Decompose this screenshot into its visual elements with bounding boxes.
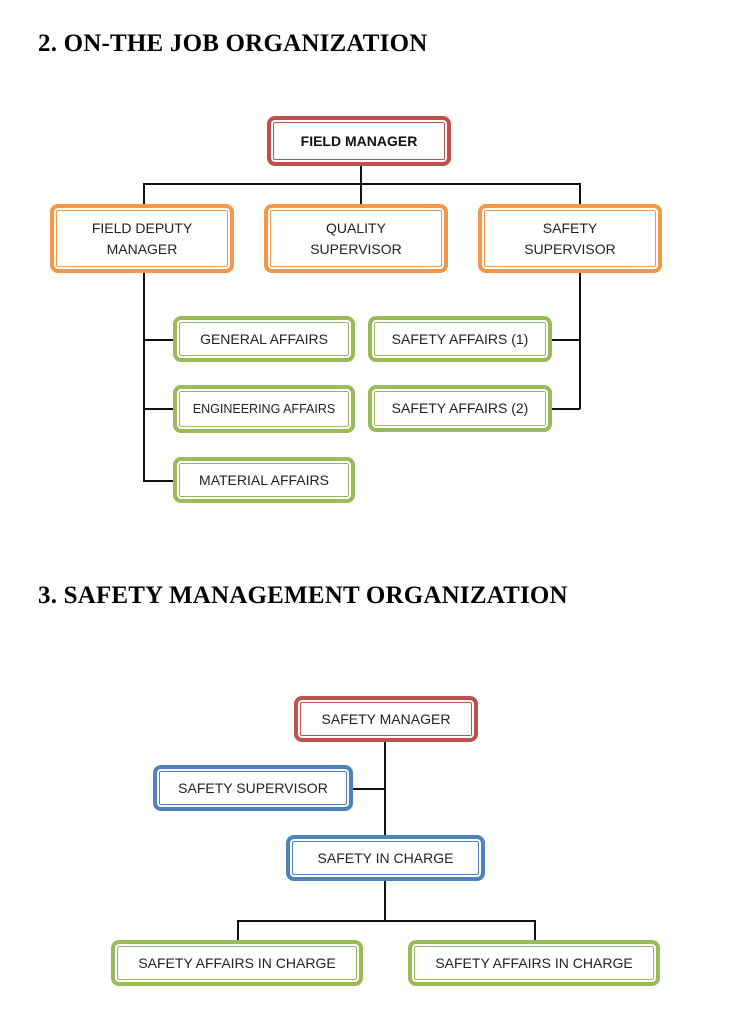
connector	[534, 920, 536, 940]
field-deputy-manager-box: FIELD DEPUTY MANAGER	[50, 204, 234, 273]
connector	[143, 273, 145, 481]
connector	[552, 408, 580, 410]
safety-supervisor-box: SAFETY SUPERVISOR	[478, 204, 662, 273]
quality-supervisor-box: QUALITY SUPERVISOR	[264, 204, 448, 273]
connector	[353, 788, 385, 790]
connector	[360, 166, 362, 184]
connector	[143, 480, 173, 482]
connector	[384, 881, 386, 921]
section-3-title: 3. SAFETY MANAGEMENT ORGANIZATION	[38, 582, 568, 609]
safety-affairs-in-charge-left-box: SAFETY AFFAIRS IN CHARGE	[111, 940, 363, 986]
connector	[237, 920, 239, 940]
safety-in-charge-box: SAFETY IN CHARGE	[286, 835, 485, 881]
field-manager-box: FIELD MANAGER	[267, 116, 451, 166]
connector	[237, 920, 536, 922]
safety-affairs-1-box: SAFETY AFFAIRS (1)	[368, 316, 552, 362]
safety-manager-box: SAFETY MANAGER	[294, 696, 478, 742]
safety-supervisor-box: SAFETY SUPERVISOR	[153, 765, 353, 811]
connector	[143, 183, 145, 204]
connector	[143, 339, 173, 341]
material-affairs-box: MATERIAL AFFAIRS	[173, 457, 355, 503]
engineering-affairs-box: ENGINEERING AFFAIRS	[173, 385, 355, 433]
connector	[552, 339, 580, 341]
section-2-title: 2. ON-THE JOB ORGANIZATION	[38, 30, 428, 57]
connector	[360, 183, 362, 204]
connector	[579, 183, 581, 204]
general-affairs-box: GENERAL AFFAIRS	[173, 316, 355, 362]
connector	[143, 183, 580, 185]
connector	[579, 273, 581, 409]
connector	[143, 408, 173, 410]
safety-affairs-2-box: SAFETY AFFAIRS (2)	[368, 385, 552, 432]
safety-affairs-in-charge-right-box: SAFETY AFFAIRS IN CHARGE	[408, 940, 660, 986]
